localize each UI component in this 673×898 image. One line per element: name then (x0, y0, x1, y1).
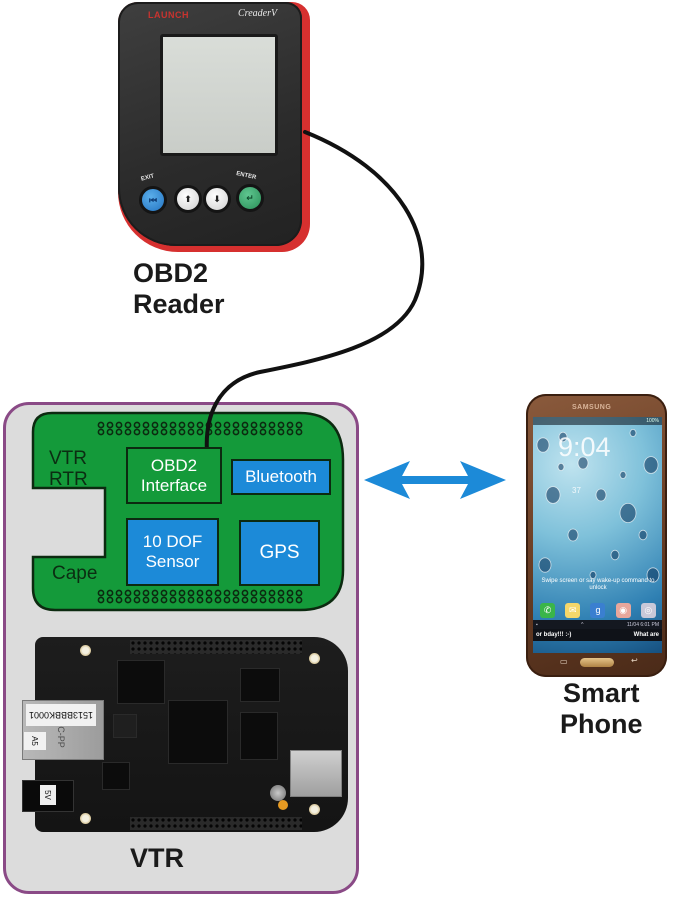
water-drop (589, 570, 597, 579)
water-drop (646, 567, 660, 583)
board-chip-pmic (102, 762, 130, 790)
bidirectional-arrow-icon (364, 461, 506, 499)
board-chip-processor (168, 700, 228, 764)
module-10dof-sensor: 10 DOF Sensor (126, 518, 219, 586)
mounting-hole (80, 645, 91, 656)
menu-key-icon: ▭ (560, 657, 568, 666)
board-header-bottom (130, 817, 302, 830)
module-label: OBD2 (150, 455, 198, 475)
board-capacitor (270, 785, 286, 801)
water-drop (643, 456, 659, 474)
home-button (580, 658, 614, 667)
board-chip-memory (240, 712, 278, 760)
usb-port (290, 750, 342, 797)
module-label: Interface (140, 475, 208, 495)
water-drop (545, 486, 561, 504)
arrow-down-icon: ⬇ (213, 193, 221, 204)
ticker-left: or bday!!! :-) (536, 632, 572, 638)
water-drop (638, 529, 648, 541)
mounting-hole (309, 653, 320, 664)
phone-unlock-hint: Swipe screen or say wake-up command to u… (541, 578, 655, 591)
water-drop (558, 431, 568, 443)
board-chip-emmc (240, 668, 280, 702)
chevron-up-icon: ^ (581, 621, 584, 628)
power-label: 5V (40, 785, 56, 805)
board-chip-ram (117, 660, 165, 704)
board-header-top (130, 640, 302, 654)
water-drop (536, 437, 550, 453)
water-drop (567, 528, 579, 542)
module-label: GPS (259, 542, 300, 563)
battery-status: 100% (646, 418, 659, 424)
phone-clock: 9:04 (558, 432, 611, 462)
water-drops-wallpaper (536, 429, 660, 583)
reader-model-label: CreaderV (238, 8, 278, 19)
reader-up-button: ⬆ (174, 185, 202, 213)
reader-brand-label: LAUNCH (148, 10, 189, 20)
obd2-reader-caption: OBD2 Reader (133, 258, 225, 320)
arrow-up-icon: ⬆ (184, 193, 192, 204)
water-drop (538, 557, 552, 573)
board-tantalum (278, 800, 288, 810)
module-label: Bluetooth (245, 467, 317, 486)
board-chip-small (113, 714, 137, 738)
messages-app-icon: ✉ (565, 602, 581, 618)
water-drop (577, 456, 589, 470)
cape-label-vtr: VTR (49, 448, 87, 469)
reader-enter-button: ↵ (236, 184, 264, 212)
module-gps: GPS (239, 520, 320, 586)
reader-exit-button: ⏮ (139, 186, 167, 214)
water-drop (557, 463, 565, 472)
camera-app-icon: ◎ (640, 602, 656, 618)
reader-down-button: ⬇ (203, 185, 231, 213)
module-label: 10 DOF (142, 532, 203, 551)
caption-line: Phone (560, 709, 643, 739)
cape-label-rtr: RTR (49, 469, 88, 490)
mounting-hole (309, 804, 320, 815)
phone-ticker: or bday!!! :-) What are (533, 629, 662, 641)
module-label: Sensor (145, 552, 200, 571)
ticker-right: What are (633, 632, 659, 638)
phone-time: 11/04 6:01 PM (626, 621, 659, 628)
ethernet-tag: A5 (24, 732, 46, 750)
mounting-hole (80, 813, 91, 824)
chrome-app-icon: ◉ (615, 602, 631, 618)
water-drop (629, 429, 637, 437)
phone-date: 37 (572, 486, 581, 495)
enter-icon: ↵ (246, 192, 254, 203)
caption-line: Reader (133, 289, 225, 319)
ethernet-sticker: 1513BBBK0001 (26, 704, 96, 726)
module-obd2-interface: OBD2 Interface (126, 447, 222, 504)
module-bluetooth: Bluetooth (231, 459, 331, 495)
skip-back-icon: ⏮ (148, 194, 158, 205)
water-drop (619, 503, 637, 524)
caption-line: OBD2 (133, 258, 209, 288)
water-drop (595, 488, 607, 502)
arrow-shape (364, 461, 506, 499)
water-drop (610, 549, 620, 561)
smart-phone-caption: Smart Phone (560, 678, 643, 740)
water-drop (619, 471, 627, 480)
vtr-caption: VTR (130, 843, 184, 873)
ethernet-mark: C-PP (55, 726, 66, 748)
reader-screen (160, 34, 278, 156)
caption-line: Smart (562, 678, 640, 708)
cape-label-cape: Cape (52, 563, 98, 584)
back-key-icon: ↩ (631, 656, 638, 665)
google-app-icon: g (590, 602, 606, 618)
phone-notification-strip: ▪ ^ 11/04 6:01 PM (533, 620, 662, 629)
menu-icon: ▪ (536, 621, 538, 628)
phone-dock: ✆ ✉ g ◉ ◎ (535, 601, 661, 619)
phone-brand-label: SAMSUNG (572, 404, 612, 411)
phone-status-bar: 100% (533, 417, 662, 425)
phone-app-icon: ✆ (540, 602, 556, 618)
